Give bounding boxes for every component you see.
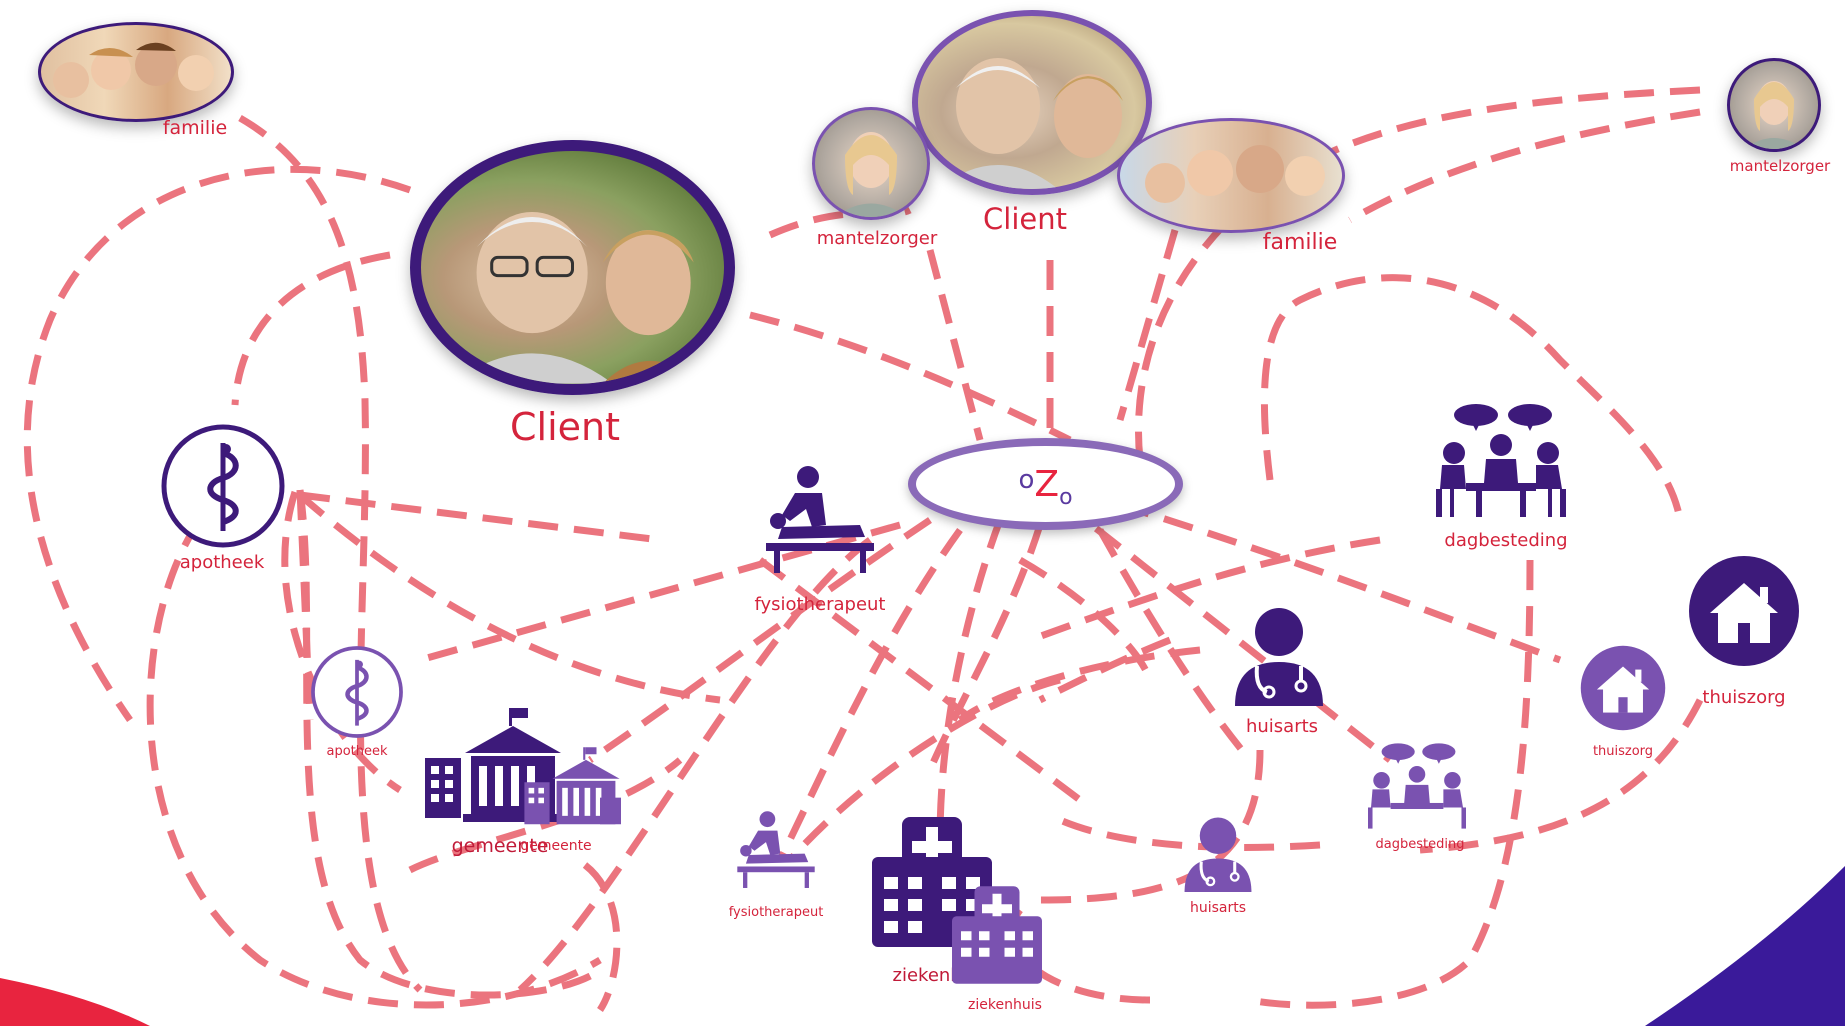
link-line [299,491,661,544]
house-icon[interactable] [1688,555,1800,667]
link-line [757,557,1083,803]
link-line [1057,497,1393,763]
link-line [582,862,621,1012]
link-line [419,521,901,664]
mantelzorger-far-right-photo[interactable] [1727,58,1821,152]
link-line [281,490,402,793]
hospital-icon[interactable] [952,886,1057,984]
client-main-label: Client [509,405,621,449]
link-line [231,251,391,406]
staff-of-asclepius-icon[interactable] [310,645,404,739]
client-top-label: Client [983,202,1067,236]
link-line [1135,86,1701,461]
ozo-logo-top: o [1018,465,1035,495]
mantelzorger-far-right-label: mantelzorger [1729,157,1831,175]
link-line [1118,501,1562,664]
ziekenhuis-small-label: ziekenhuis [968,997,1042,1013]
person-photo-icon [1744,81,1804,149]
link-line [23,165,412,723]
link-line [1096,528,1253,763]
thuiszorg-small-label: thuiszorg [1592,744,1654,759]
person-photo-icon [835,132,907,217]
family-photo-icon [1145,145,1325,203]
apotheek-big-label: apotheek [179,552,265,573]
house-icon[interactable] [1580,645,1666,731]
link-line [1249,559,1534,1009]
familie-top-right-label: familie [1262,230,1338,255]
massage-table-icon[interactable] [733,810,819,890]
link-line [776,527,963,862]
familie-top-left-photo[interactable] [38,22,234,122]
link-line [936,518,1004,841]
corner-red-decoration [0,978,150,1026]
person-photo-icon [451,211,704,384]
link-line [1038,636,1172,704]
link-line [957,646,1201,723]
hospital-icon[interactable] [872,817,1012,947]
link-line [1058,816,1321,851]
ozo-logo-mid: Z [1034,464,1060,505]
fysio-big-label: fysiotherapeut [754,594,886,615]
link-line [1419,698,1704,854]
ozo-logo: oZo [916,460,1175,518]
thuiszorg-big-label: thuiszorg [1702,687,1786,708]
apotheek-small-label: apotheek [326,744,388,759]
center-ozo-hub[interactable]: oZo [908,438,1183,530]
link-line [926,249,984,441]
link-line [146,517,602,1009]
person-photo-icon [938,58,1123,189]
client-main-photo[interactable] [410,140,735,395]
group-meeting-icon[interactable] [1368,742,1466,830]
corner-purple-decoration [1645,866,1845,1026]
gemeente-small-label: gemeente [520,838,592,854]
mantelzorger-mid-photo[interactable] [812,107,930,220]
link-line [1018,556,1154,682]
family-photo-icon [53,42,214,98]
link-line [1260,274,1684,521]
familie-top-right-photo[interactable] [1117,118,1345,233]
massage-table-icon[interactable] [760,465,880,575]
link-line [1348,108,1701,224]
link-line [238,114,423,993]
link-line [588,517,932,763]
link-line [1028,536,1381,644]
link-line [749,311,1072,444]
client-top-photo[interactable] [912,10,1152,195]
link-line [297,492,721,704]
doctor-icon[interactable] [1229,606,1329,706]
link-line [787,676,1061,863]
doctor-icon[interactable] [1180,816,1256,892]
link-line [296,489,314,721]
staff-of-asclepius-icon[interactable] [160,423,286,549]
town-hall-icon[interactable] [523,745,628,830]
dagbesteding-big-label: dagbesteding [1444,530,1568,551]
gemeente-big-label: gemeente [451,835,549,857]
huisarts-small-label: huisarts [1189,900,1247,916]
mantelzorger-mid-label: mantelzorger [816,228,938,249]
link-line [926,523,1044,772]
link-line [408,757,683,874]
dagbesteding-small-label: dagbesteding [1375,837,1465,852]
fysio-small-label: fysiotherapeut [728,905,824,920]
link-line [296,489,603,999]
familie-top-left-label: familie [162,117,228,139]
ozo-logo-sub: o [1059,485,1073,510]
huisarts-big-label: huisarts [1245,716,1319,737]
link-line [1116,229,1179,421]
group-meeting-icon[interactable] [1436,403,1566,518]
link-line [517,537,873,993]
